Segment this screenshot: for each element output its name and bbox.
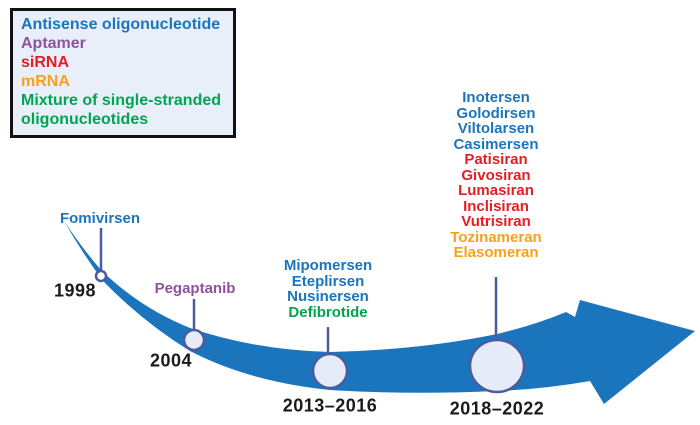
drug-name: Eteplirsen [291,272,365,290]
drug-name: Pegaptanib [154,280,236,297]
drug-name: Defibrotide [288,303,368,321]
drug-name: Fomivirsen [59,210,141,227]
drug-name: Patisiran [464,151,528,168]
legend-item: Mixture of single-stranded oligonucleoti… [21,92,222,128]
legend-item: mRNA [21,73,70,90]
milestone-node-2004 [182,328,206,352]
legend-item: siRNA [21,54,70,71]
drug-name: Mipomersen [283,257,373,274]
drug-name: Vutrisiran [461,213,531,230]
milestone-node-2018-2022 [468,338,526,394]
drug-name: Golodirsen [456,104,536,122]
drug-name: Givosiran [461,166,531,184]
drug-name: Nusinersen [287,288,369,305]
drug-name: Viltolarsen [457,120,535,137]
drug-name: Lumasiran [458,182,534,199]
drug-name: Elasomeran [453,244,539,261]
milestone-2004-drugs: Pegaptanib [155,281,236,297]
drug-name: Tozinameran [450,228,542,246]
drug-name: Casimersen [453,135,539,153]
milestone-2018-2022-year: 2018–2022 [449,398,545,419]
arrow-swoosh [64,221,695,404]
milestone-1998-drugs: Fomivirsen [60,211,140,227]
milestone-1998-year: 1998 [53,280,97,301]
milestone-2013-2016-year: 2013–2016 [282,395,378,416]
milestone-node-2013-2016 [311,352,349,390]
milestone-node-1998 [94,269,108,283]
legend-item: Aptamer [21,35,86,52]
drug-name: Inotersen [462,89,530,106]
milestone-2004-year: 2004 [149,350,193,371]
drug-name: Inclisiran [463,197,529,215]
legend-item: Antisense oligonucleotide [21,16,221,33]
